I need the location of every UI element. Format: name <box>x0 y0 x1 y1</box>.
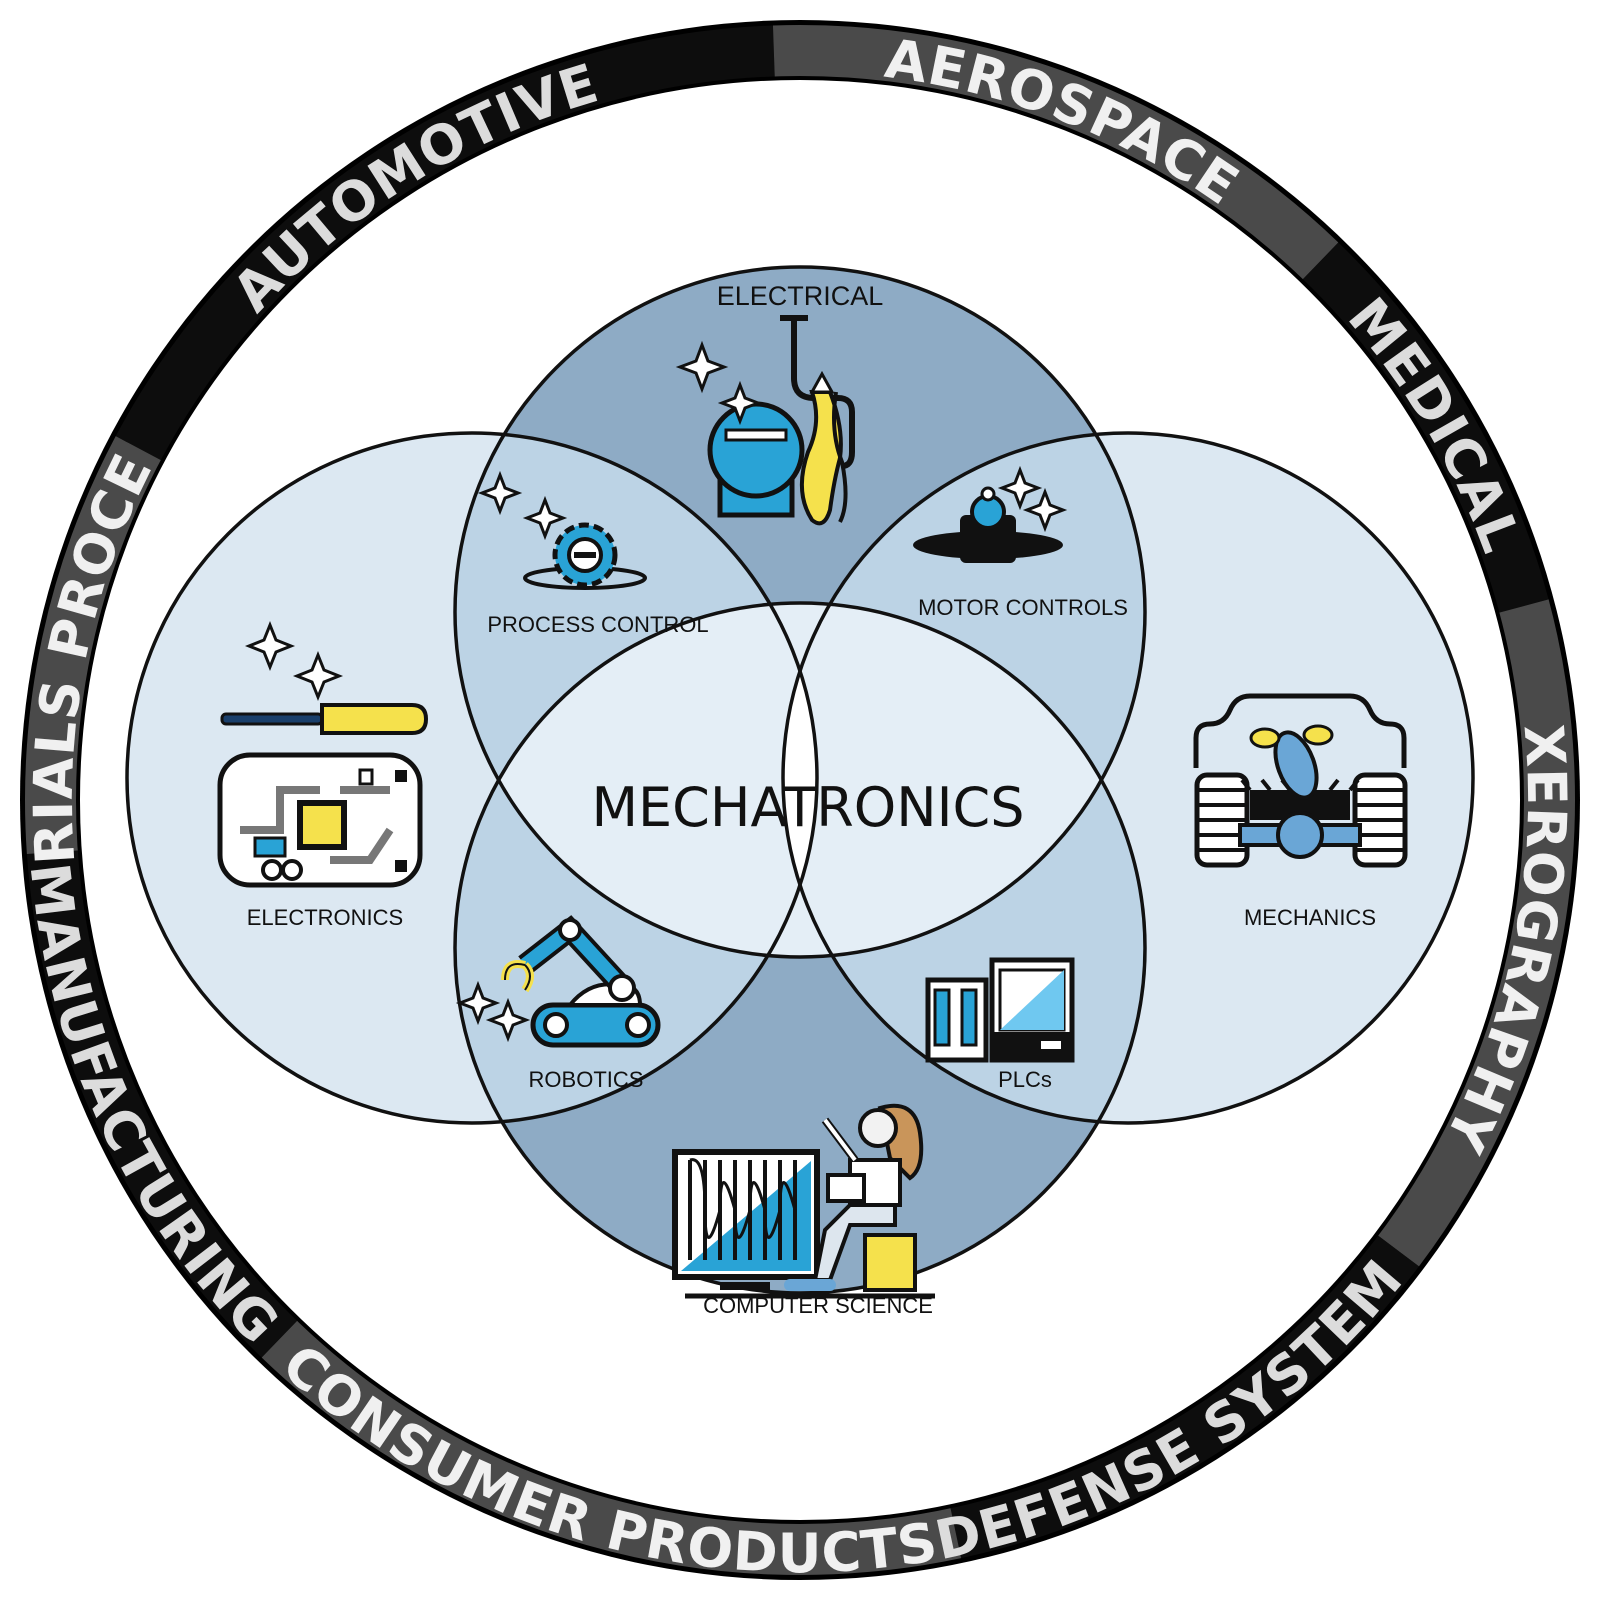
mechanics-label: MECHANICS <box>1244 905 1376 930</box>
ring-segments <box>24 25 1576 1576</box>
venn-diagram <box>125 265 1475 1295</box>
meter-pliers-icon <box>707 315 855 526</box>
ring-segment <box>1376 599 1576 1267</box>
process-control-label: PROCESS CONTROL <box>487 612 708 637</box>
electronics-label: ELECTRONICS <box>247 905 403 930</box>
computer-science-label: COMPUTER SCIENCE <box>703 1293 933 1318</box>
mechatronics-label: MECHATRONICS <box>591 776 1024 839</box>
motor-controls-label: MOTOR CONTROLS <box>918 595 1128 620</box>
sparkle-icon <box>244 620 344 702</box>
ring-segment <box>26 850 299 1358</box>
sparkle-icon <box>675 340 763 426</box>
sparkle-icon <box>455 980 531 1043</box>
sparkle-icon <box>997 465 1068 533</box>
ring-segment <box>950 1234 1419 1559</box>
plcs-label: PLCs <box>998 1067 1052 1092</box>
plc-cabinet-icon <box>925 957 1075 1063</box>
motor-icon <box>913 486 1063 563</box>
sparkle-icon <box>477 470 568 541</box>
electrical-label: ELECTRICAL <box>717 281 884 311</box>
screwdriver-circuit-icon <box>217 703 429 888</box>
ring-segment <box>261 1319 962 1576</box>
person-computer-icon <box>672 1103 935 1299</box>
mechatronics-region <box>455 603 1145 957</box>
robot-arm-icon <box>501 915 661 1048</box>
robotics-label: ROBOTICS <box>529 1067 644 1092</box>
ring-segment <box>772 25 1339 281</box>
ring-segment <box>1301 242 1549 614</box>
ring-segment <box>115 25 775 462</box>
vehicle-chassis-icon <box>1193 693 1408 868</box>
gear-icon <box>523 522 647 590</box>
